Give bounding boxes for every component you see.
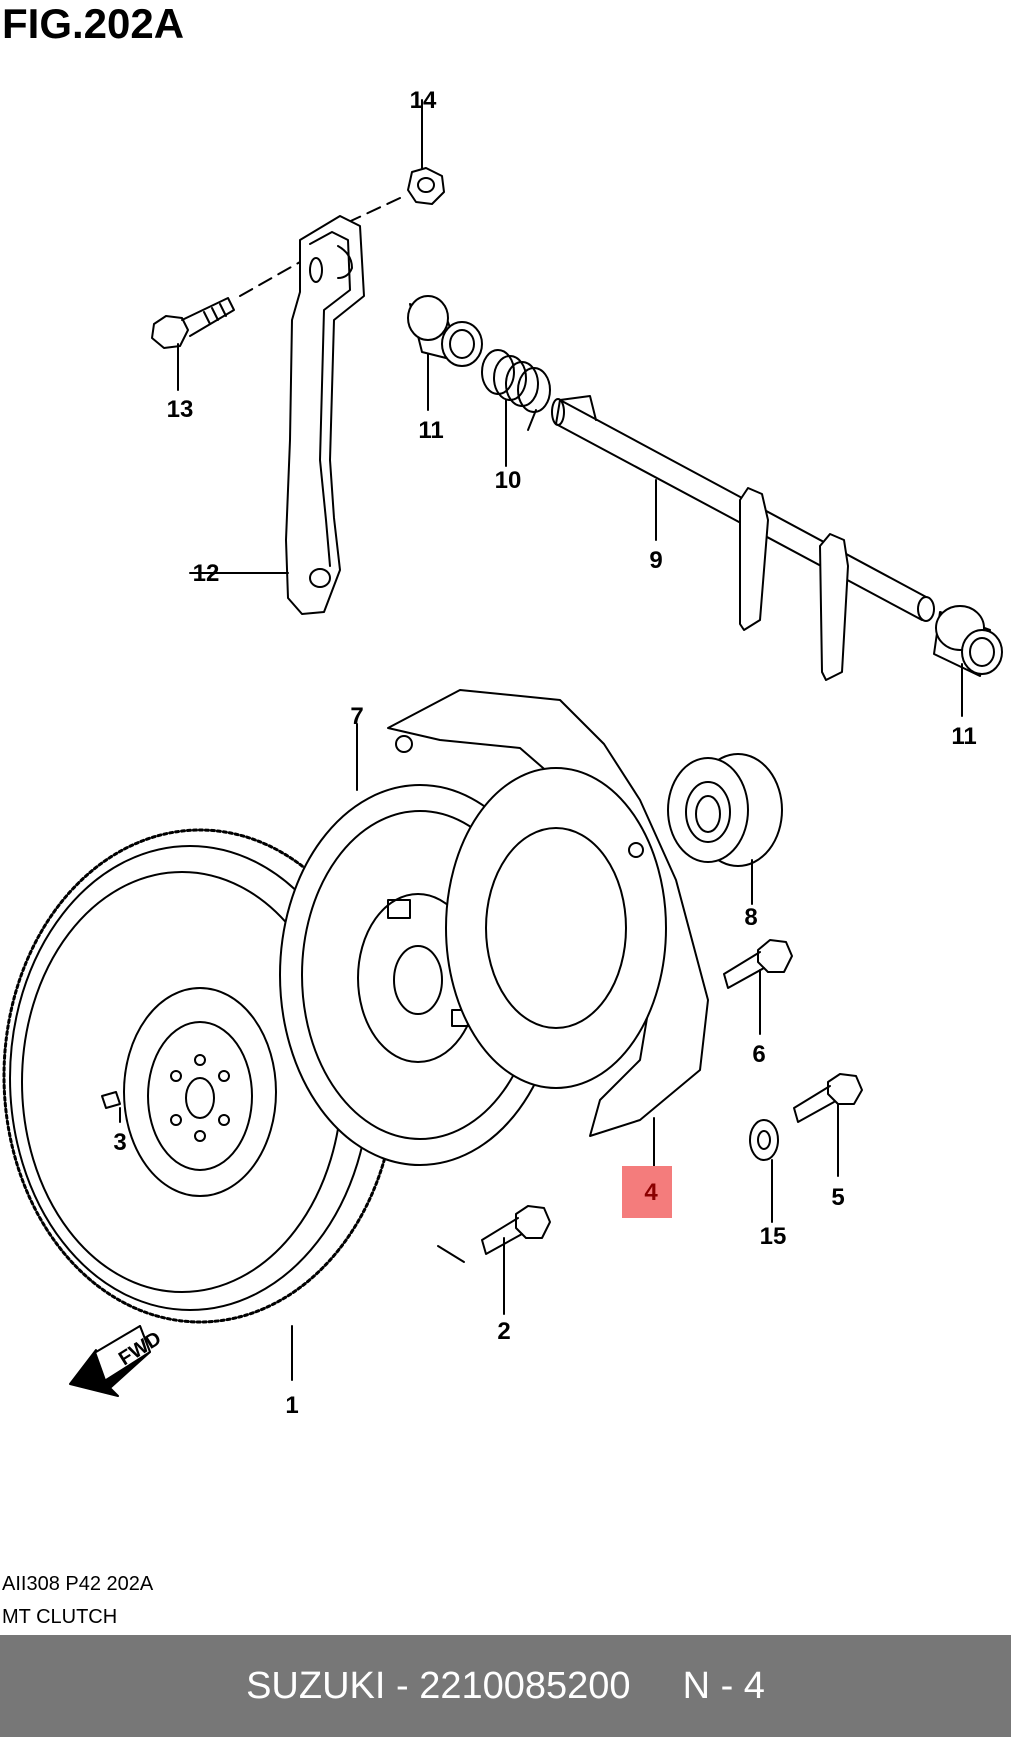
- part-4-clutch-cover: [387, 689, 709, 1137]
- assembly-name: MT CLUTCH: [2, 1606, 118, 1628]
- callout-4: 4: [644, 1179, 658, 1206]
- callout-4-highlight: [622, 1166, 672, 1218]
- exploded-parts-diagram: FWD 14 13 11 10 9 12 11 7 8 6 3 4 5 15 2…: [2, 87, 1003, 1419]
- part-3-dowel-pin: [101, 1091, 121, 1109]
- part-13-bolt: [151, 297, 235, 349]
- fwd-arrow-icon: [69, 1325, 151, 1397]
- part-2-bolt: [481, 1205, 551, 1255]
- callout-12: 12: [193, 560, 220, 587]
- callout-2: 2: [497, 1318, 510, 1345]
- figure-title: FIG.202A: [2, 0, 185, 47]
- part-14-nut: [407, 167, 445, 205]
- callout-8: 8: [744, 904, 757, 931]
- callout-11-lower: 11: [951, 723, 976, 750]
- callout-14: 14: [410, 87, 437, 114]
- callout-10: 10: [495, 467, 522, 494]
- callout-1: 1: [285, 1392, 298, 1419]
- part-6-bolt: [723, 939, 793, 989]
- footer-separator: -: [396, 1664, 409, 1707]
- part-11-bushing-upper: [407, 295, 483, 367]
- part-8-release-bearing: [667, 753, 783, 867]
- callout-13: 13: [167, 396, 194, 423]
- callout-9: 9: [649, 547, 662, 574]
- callout-11-upper: 11: [418, 417, 443, 444]
- part-12-release-lever: [285, 215, 365, 615]
- centerline-13: [239, 261, 301, 297]
- callout-5: 5: [831, 1184, 844, 1211]
- part-15-washer: [749, 1119, 779, 1161]
- callout-15: 15: [760, 1223, 787, 1250]
- callout-3: 3: [113, 1129, 126, 1156]
- footer-position: N - 4: [682, 1664, 765, 1707]
- part-11-bushing-lower: [933, 605, 1003, 677]
- callout-6: 6: [752, 1041, 765, 1068]
- callout-7: 7: [350, 703, 363, 730]
- part-5-bolt: [793, 1073, 863, 1123]
- footer-brand: SUZUKI: [246, 1664, 386, 1707]
- leader-2-bracket: [437, 1245, 465, 1263]
- footer-part-number: 2210085200: [419, 1664, 631, 1707]
- footer-bar: SUZUKI - 2210085200 N - 4: [0, 1635, 1011, 1737]
- part-9-release-shaft: [551, 395, 935, 681]
- part-10-spring: [481, 349, 551, 431]
- drawing-code: AII308 P42 202A: [2, 1573, 154, 1595]
